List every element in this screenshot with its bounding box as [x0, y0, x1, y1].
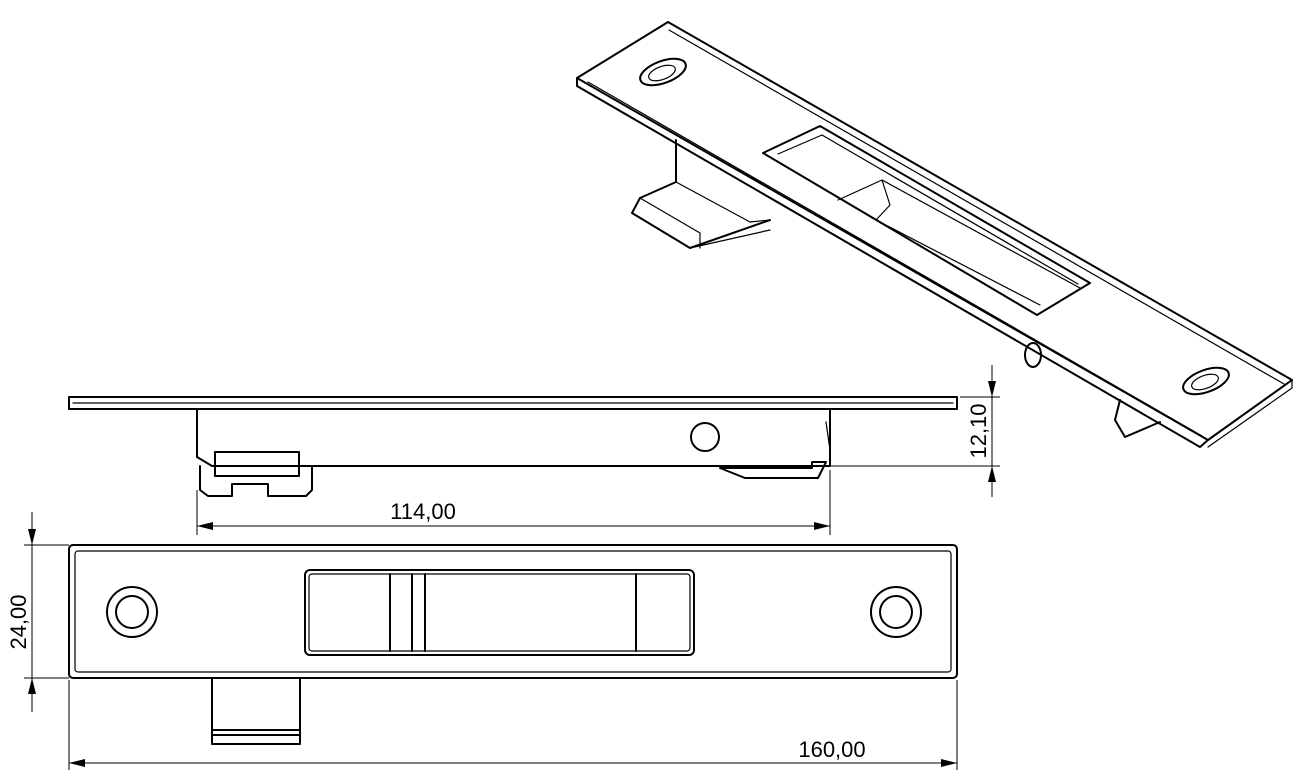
dimension-label-114: 114,00 — [390, 499, 456, 524]
front-screw-hole-right — [870, 586, 922, 638]
iso-screw-hole-left — [639, 57, 687, 87]
iso-latch-pocket — [762, 125, 1091, 316]
dimension-width-top: 114,00 — [196, 470, 831, 535]
dimension-height-front: 24,00 — [6, 512, 69, 712]
front-screw-hole-left — [106, 586, 158, 638]
side-hook — [199, 451, 313, 497]
side-body — [196, 408, 831, 467]
front-faceplate — [68, 544, 958, 679]
dimension-label-24: 24,00 — [6, 594, 31, 649]
front-latch-pocket — [304, 569, 695, 656]
iso-latch-body — [631, 139, 1161, 438]
side-latch-tongue — [719, 461, 827, 479]
front-view — [68, 544, 958, 745]
side-faceplate — [68, 396, 958, 410]
iso-screw-hole-right — [1182, 366, 1230, 396]
iso-faceplate-edge — [576, 77, 1209, 448]
dimension-height-side: 12,10 — [830, 365, 1000, 497]
dimension-label-12: 12,10 — [966, 403, 991, 458]
side-view — [68, 396, 958, 497]
side-hole — [690, 422, 720, 452]
iso-faceplate-top — [576, 21, 1293, 441]
dimension-width-front: 160,00 — [68, 680, 958, 770]
isometric-view — [576, 21, 1293, 448]
front-hook — [211, 677, 301, 745]
dimension-label-160: 160,00 — [798, 737, 865, 762]
